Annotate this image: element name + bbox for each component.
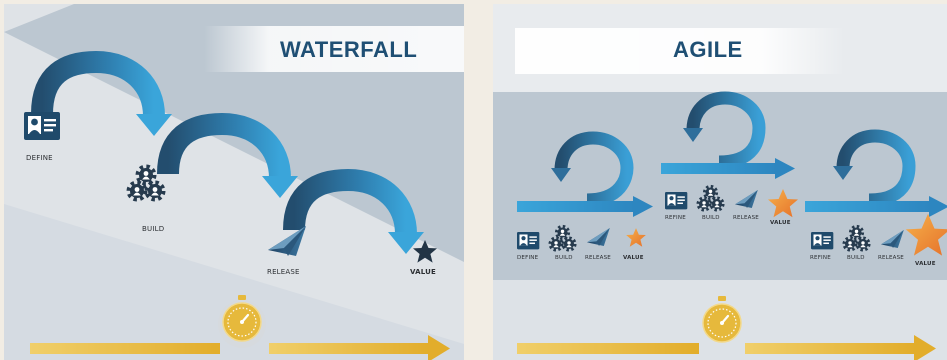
timeline-bar-right: [745, 343, 915, 354]
waterfall-title-band: [204, 26, 464, 72]
agile-panel: AGILE DEFINE BUILD RELEASE VALUE REFINE …: [493, 4, 947, 360]
agile-2-label-release: RELEASE: [733, 215, 759, 221]
agile-1-label-define: DEFINE: [517, 255, 539, 261]
agile-loop-1: [517, 131, 653, 217]
id-card-icon: [811, 232, 834, 250]
agile-2-label-value: VALUE: [770, 220, 791, 226]
agile-band: [493, 92, 947, 280]
agile-3-label-value: VALUE: [915, 261, 936, 267]
timeline-arrowhead: [428, 335, 450, 360]
agile-loop-3: [805, 129, 947, 217]
timeline-bar-left: [30, 343, 220, 354]
timeline-bar-left: [517, 343, 699, 354]
timeline-arrowhead: [914, 335, 936, 360]
waterfall-label-value: VALUE: [410, 268, 437, 276]
waterfall-label-release: RELEASE: [267, 268, 300, 276]
waterfall-arrow-1: [31, 50, 172, 136]
agile-title-band: [515, 28, 845, 74]
waterfall-label-define: DEFINE: [26, 154, 53, 162]
agile-3-label-refine: REFINE: [810, 255, 831, 261]
agile-loop-2: [661, 91, 795, 179]
waterfall-arrow-2: [157, 112, 298, 198]
agile-1-label-value: VALUE: [623, 255, 644, 261]
waterfall-title: WATERFALL: [280, 37, 418, 62]
stopwatch-icon: [218, 295, 266, 348]
timeline-bar-right: [269, 343, 429, 354]
id-card-icon: [665, 192, 688, 210]
agile-1-label-build: BUILD: [555, 255, 573, 261]
agile-2-label-refine: REFINE: [665, 215, 686, 221]
agile-3-label-build: BUILD: [847, 255, 865, 261]
id-card-icon: [517, 232, 540, 250]
agile-2-label-build: BUILD: [702, 215, 720, 221]
agile-3-label-release: RELEASE: [878, 255, 904, 261]
agile-1-label-release: RELEASE: [585, 255, 611, 261]
waterfall-label-build: BUILD: [142, 225, 165, 233]
id-card-icon: [24, 112, 60, 140]
agile-title: AGILE: [673, 37, 743, 62]
waterfall-panel: WATERFALL DEFINE BUILD RELEASE VALUE: [4, 4, 464, 360]
waterfall-arrow-3: [283, 168, 424, 254]
stopwatch-icon: [702, 296, 742, 343]
paper-plane-icon: [268, 226, 306, 256]
